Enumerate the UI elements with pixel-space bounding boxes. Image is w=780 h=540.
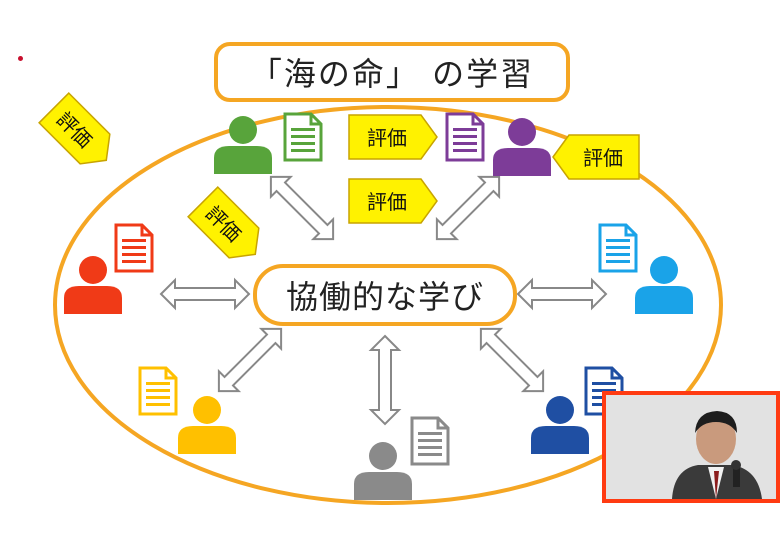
presenter-video <box>602 391 780 503</box>
person-darkblue-icon <box>531 396 589 454</box>
person-red-icon <box>64 256 122 314</box>
lesson-title: 「海の命」 の学習 <box>249 55 535 93</box>
arrow-purple-center <box>425 165 511 251</box>
person-yellow-icon <box>178 396 236 454</box>
eval-tag-2: 評価 <box>348 114 438 160</box>
collaborative-learning-label: 協働的な学び <box>285 278 484 316</box>
document-green-icon <box>283 112 323 162</box>
document-red-icon <box>114 223 154 273</box>
document-purple-icon <box>445 112 485 162</box>
arrow-gray-center <box>370 335 400 425</box>
presenter-image <box>606 395 776 499</box>
person-purple-icon <box>493 118 551 176</box>
document-gray-icon <box>410 416 450 466</box>
eval-tag-2-label: 評価 <box>367 126 407 150</box>
arrow-green-center <box>259 165 345 251</box>
eval-tag-4: 評価 <box>552 134 640 180</box>
eval-tag-1: 評価 <box>38 92 111 165</box>
arrow-yellow-center <box>207 317 293 403</box>
eval-tag-4-label: 評価 <box>583 146 623 170</box>
person-gray-icon <box>354 442 412 500</box>
document-lightblue-icon <box>598 223 638 273</box>
person-lightblue-icon <box>635 256 693 314</box>
eval-tag-5: 評価 <box>187 186 260 259</box>
document-yellow-icon <box>138 366 178 416</box>
person-green-icon <box>214 116 272 174</box>
arrow-red-center <box>160 279 250 309</box>
collaborative-learning-box: 協働的な学び <box>253 264 517 326</box>
group-ellipse <box>53 105 723 505</box>
bullet-dot <box>18 56 23 61</box>
arrow-darkblue-center <box>469 317 555 403</box>
eval-tag-3-label: 評価 <box>367 190 407 214</box>
arrow-lightblue-center <box>517 279 607 309</box>
lesson-title-box: 「海の命」 の学習 <box>214 42 570 102</box>
eval-tag-3: 評価 <box>348 178 438 224</box>
